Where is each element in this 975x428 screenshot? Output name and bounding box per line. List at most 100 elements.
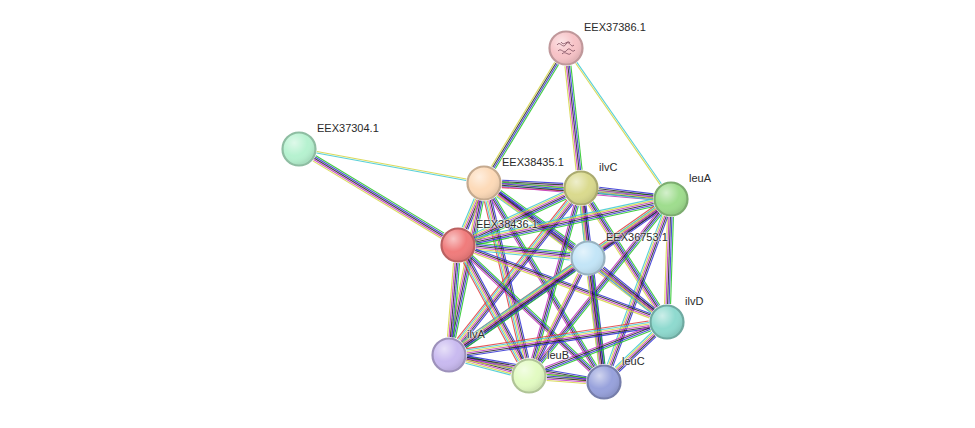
node-gloss [284,134,315,165]
node-label: ilvD [685,295,703,307]
protein-node: EEX38435.1 [466,165,502,201]
node-fill [513,360,546,393]
interaction-edge [313,156,444,239]
node-gloss [434,340,465,371]
evidence-line [316,156,444,233]
structure-squiggle [558,49,575,52]
node-label: leuA [689,172,711,184]
protein-node: leuC [586,364,622,400]
evidence-line [464,269,573,345]
node-circle [431,337,467,373]
evidence-line [604,267,655,308]
evidence-line [665,217,668,304]
node-label: EEX36753.1 [606,231,668,243]
evidence-line [315,157,443,234]
interaction-edge [447,263,459,338]
evidence-line [476,249,651,314]
interaction-edge [599,187,654,200]
evidence-line [615,332,652,367]
evidence-line [616,333,653,368]
node-label: leuC [622,355,645,367]
evidence-line [577,62,661,183]
node-circle [586,364,622,400]
node-fill [283,133,316,166]
evidence-line [599,190,653,197]
evidence-line [602,269,653,310]
evidence-line [565,66,576,170]
structure-squiggle [557,43,574,46]
evidence-line [599,193,653,200]
node-fill [655,183,688,216]
evidence-line [462,266,571,342]
node-circle [563,170,599,206]
evidence-line [619,337,656,372]
evidence-line [450,263,456,337]
node-label: EEX38435.1 [502,156,564,168]
evidence-line [495,65,558,169]
interaction-edge [545,326,651,371]
interaction-edge [576,62,662,184]
evidence-line [538,274,581,360]
evidence-line [586,206,605,364]
node-label: ilvA [467,328,485,340]
evidence-line [447,263,453,337]
evidence-line [494,64,557,168]
protein-node: EEX38436.1 [440,227,476,263]
node-circle [649,304,685,340]
node-circle [466,165,502,201]
node-circle [440,227,476,263]
evidence-line [314,160,442,237]
evidence-line [601,270,652,311]
evidence-line [535,273,578,359]
evidence-line [546,329,650,370]
evidence-line [493,63,556,167]
evidence-line [566,66,577,170]
interaction-edge [547,374,587,383]
evidence-line [458,201,568,340]
evidence-line [603,268,654,309]
node-fill [588,366,621,399]
evidence-line [545,326,649,367]
node-fill [442,229,475,262]
node-circle [281,131,317,167]
interaction-edge [470,256,593,372]
evidence-line [470,259,590,371]
node-gloss [469,168,500,199]
evidence-line [491,62,554,166]
interaction-edge [615,332,656,372]
protein-node: leuB [511,358,547,394]
interaction-edge [535,273,582,361]
evidence-line [568,66,579,170]
protein-node: ilvC [563,170,599,206]
interaction-edge [600,267,655,313]
node-gloss [566,173,597,204]
node-gloss [514,361,545,392]
protein-node: EEX37386.1 [548,30,584,66]
evidence-line [600,272,651,313]
node-fill [550,32,583,65]
evidence-line [471,258,591,370]
evidence-line [547,380,586,383]
node-circle [653,181,689,217]
interaction-edge [491,62,558,169]
protein-node: ilvD [649,304,685,340]
node-fill [468,167,501,200]
node-circle [570,240,606,276]
structure-squiggle [561,42,571,54]
node-label: EEX37386.1 [584,21,646,33]
node-fill [433,339,466,372]
node-fill [651,306,684,339]
evidence-line [449,263,455,337]
evidence-line [314,158,442,235]
node-gloss [656,184,687,215]
evidence-line [576,63,660,184]
protein-node: EEX37304.1 [281,131,317,167]
protein-node: leuA [653,181,689,217]
interaction-edge [565,66,582,171]
protein-node: ilvA [431,337,467,373]
protein-structure-icon [557,42,575,54]
evidence-line [313,161,441,238]
